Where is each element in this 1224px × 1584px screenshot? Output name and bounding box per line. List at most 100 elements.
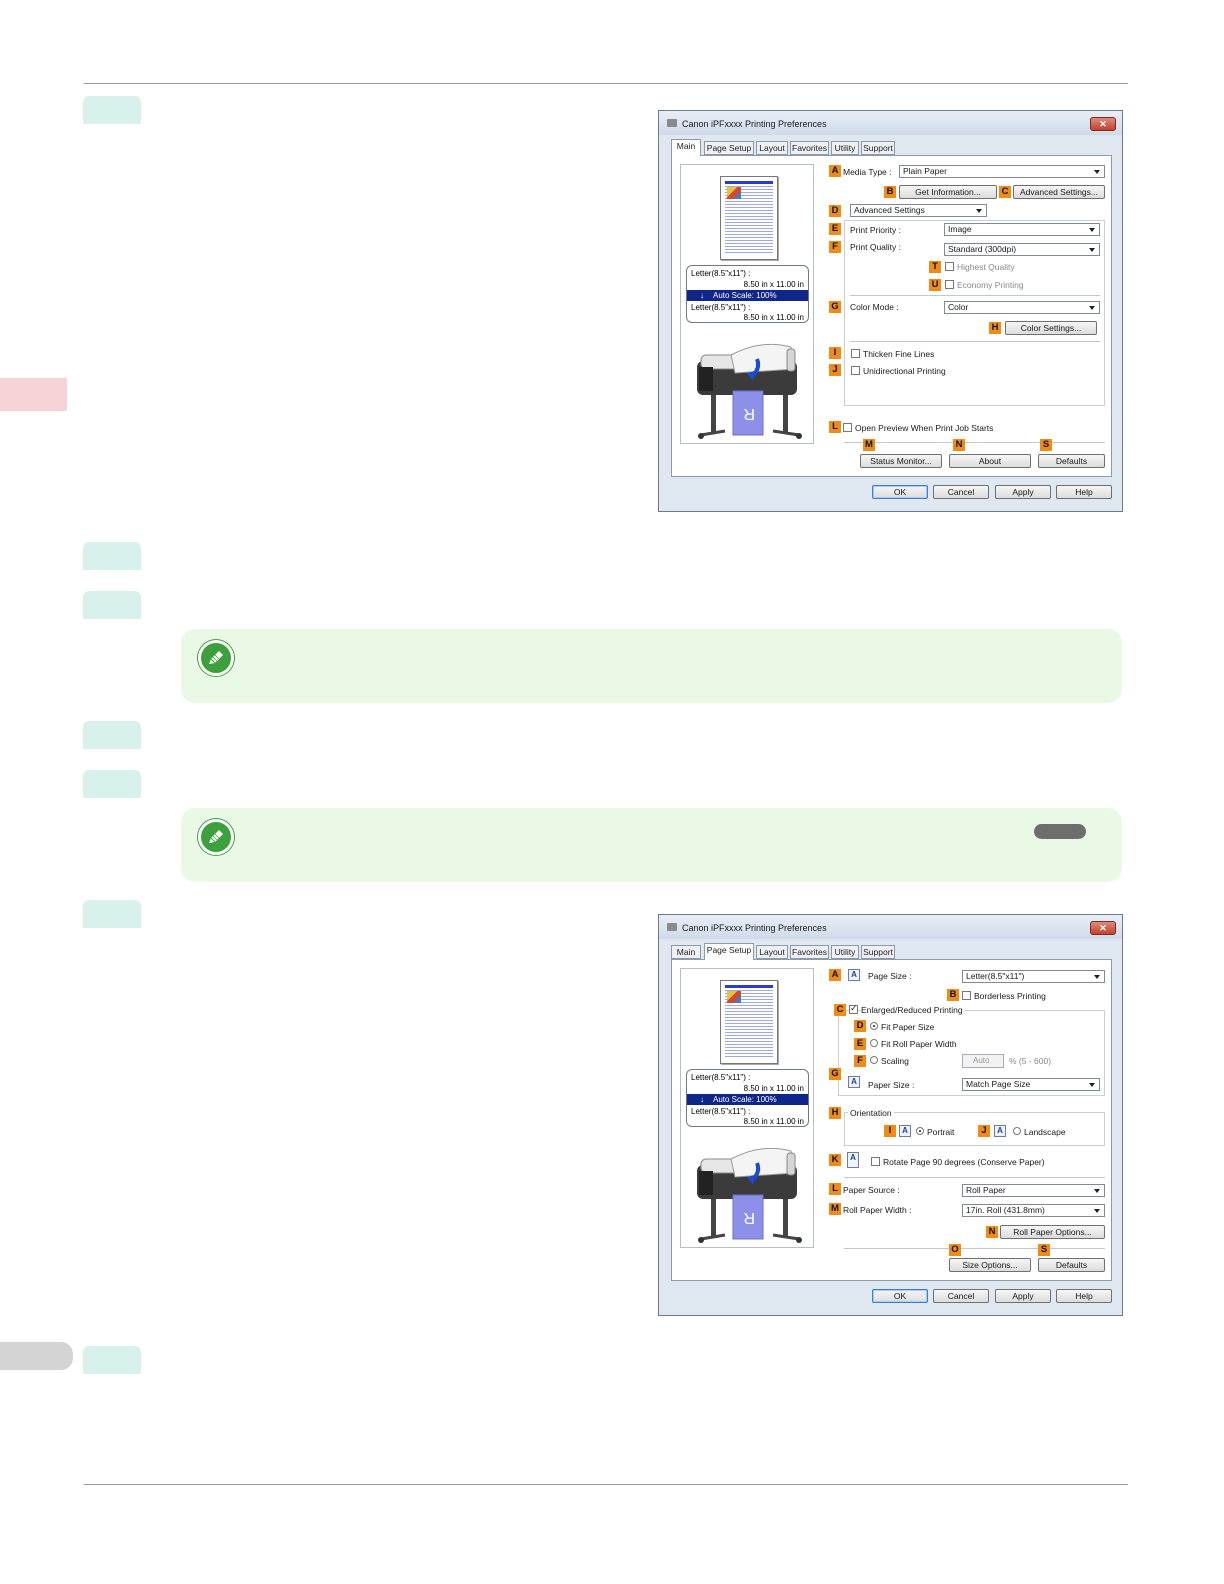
highest-quality-checkbox[interactable]: [945, 262, 954, 271]
step-marker-5: [83, 770, 141, 798]
roll-paper-options-button[interactable]: Roll Paper Options...: [1000, 1225, 1105, 1239]
economy-printing-checkbox[interactable]: [945, 280, 954, 289]
scaling-range: % (5 - 600): [1009, 1056, 1052, 1066]
close-button[interactable]: ✕: [1090, 921, 1116, 935]
about-button[interactable]: About: [949, 454, 1031, 468]
callout-a: A: [829, 165, 841, 177]
callout-k: K: [829, 1154, 841, 1166]
cancel-button[interactable]: Cancel: [933, 1289, 989, 1303]
page-preview: [720, 176, 778, 260]
scaling-spinner[interactable]: Auto: [962, 1054, 1004, 1068]
color-settings-button[interactable]: Color Settings...: [1005, 321, 1097, 335]
apply-button[interactable]: Apply: [995, 485, 1051, 499]
borderless-printing-checkbox[interactable]: [962, 991, 971, 1000]
help-button[interactable]: Help: [1056, 1289, 1112, 1303]
borderless-printing-label: Borderless Printing: [974, 991, 1046, 1001]
tab-page-setup[interactable]: Page Setup: [704, 141, 754, 155]
print-priority-select[interactable]: Image: [944, 223, 1100, 236]
open-preview-checkbox[interactable]: [843, 423, 852, 432]
dialog-title-bar: Canon iPFxxxx Printing Preferences ✕: [659, 915, 1122, 939]
callout-b: B: [947, 989, 959, 1001]
step-marker-2: [83, 542, 141, 570]
fit-paper-size-label: Fit Paper Size: [881, 1022, 935, 1032]
fit-roll-paper-width-radio[interactable]: [870, 1039, 878, 1047]
defaults-button[interactable]: Defaults: [1038, 1258, 1105, 1272]
callout-g: G: [829, 1068, 841, 1080]
tab-utility[interactable]: Utility: [831, 141, 859, 155]
tab-layout[interactable]: Layout: [756, 141, 788, 155]
callout-n: N: [986, 1226, 998, 1238]
unidirectional-printing-checkbox[interactable]: [851, 366, 860, 375]
callout-f: F: [829, 241, 841, 253]
step-marker-1: [83, 96, 141, 124]
landscape-radio[interactable]: [1013, 1127, 1021, 1135]
step-marker-3: [83, 591, 141, 619]
step-marker-7: [83, 1346, 141, 1374]
auto-scale-bar: Auto Scale: 100%: [687, 1094, 808, 1105]
portrait-radio[interactable]: [916, 1127, 924, 1135]
get-information-button[interactable]: Get Information...: [899, 185, 997, 199]
header-rule: [84, 83, 1128, 84]
rotate-page-icon: A: [847, 1152, 859, 1168]
ok-button[interactable]: OK: [872, 1289, 928, 1303]
size-options-button[interactable]: Size Options...: [949, 1258, 1031, 1272]
print-quality-label: Print Quality :: [850, 242, 902, 252]
color-mode-select[interactable]: Color: [944, 301, 1100, 314]
mode-select[interactable]: Advanced Settings: [850, 204, 987, 217]
callout-e: E: [829, 223, 841, 235]
media-type-select[interactable]: Plain Paper: [899, 165, 1105, 178]
advanced-settings-button[interactable]: Advanced Settings...: [1013, 185, 1105, 199]
tab-favorites[interactable]: Favorites: [790, 141, 829, 155]
thicken-fine-lines-checkbox[interactable]: [851, 349, 860, 358]
roll-paper-width-select[interactable]: 17in. Roll (431.8mm): [962, 1204, 1105, 1217]
chapter-side-tab: [0, 378, 67, 411]
original-size: Letter(8.5"x11") :: [691, 1073, 751, 1082]
rotate-page-checkbox[interactable]: [871, 1157, 880, 1166]
dialog-title: Canon iPFxxxx Printing Preferences: [682, 923, 827, 933]
tab-main[interactable]: Main: [671, 139, 701, 156]
tab-main[interactable]: Main: [671, 945, 701, 959]
callout-c: C: [834, 1004, 846, 1016]
output-size: Letter(8.5"x11") :: [691, 1107, 751, 1116]
tab-favorites[interactable]: Favorites: [790, 945, 829, 959]
paper-source-label: Paper Source :: [843, 1185, 900, 1195]
tab-page-setup[interactable]: Page Setup: [704, 943, 754, 960]
roll-paper-width-label: Roll Paper Width :: [843, 1205, 912, 1215]
preview-pane: Letter(8.5"x11") : 8.50 in x 11.00 in Au…: [680, 968, 814, 1248]
page-size-select[interactable]: Letter(8.5"x11"): [962, 970, 1105, 983]
callout-j: J: [978, 1125, 990, 1137]
landscape-label: Landscape: [1024, 1127, 1066, 1137]
callout-d: D: [854, 1020, 866, 1032]
enlarged-reduced-checkbox[interactable]: [849, 1003, 858, 1014]
page-size-icon: A: [848, 969, 860, 981]
tab-utility[interactable]: Utility: [831, 945, 859, 959]
page-side-tab: [0, 1342, 73, 1370]
landscape-icon: A: [994, 1125, 1006, 1137]
ok-button[interactable]: OK: [872, 485, 928, 499]
step-marker-4: [83, 721, 141, 749]
help-button[interactable]: Help: [1056, 485, 1112, 499]
status-monitor-button[interactable]: Status Monitor...: [860, 454, 942, 468]
close-button[interactable]: ✕: [1090, 117, 1116, 131]
note-box-1: [181, 629, 1122, 703]
callout-s: S: [1040, 439, 1052, 451]
paper-size-icon: A: [848, 1076, 860, 1088]
apply-button[interactable]: Apply: [995, 1289, 1051, 1303]
svg-text:R: R: [743, 1209, 755, 1226]
original-dimensions: 8.50 in x 11.00 in: [743, 280, 804, 289]
print-quality-select[interactable]: Standard (300dpi): [944, 243, 1100, 256]
paper-size-select[interactable]: Match Page Size: [962, 1078, 1100, 1091]
callout-g: G: [829, 301, 841, 313]
printer-icon: [667, 119, 677, 127]
economy-printing-label: Economy Printing: [957, 280, 1024, 290]
tab-layout[interactable]: Layout: [756, 945, 788, 959]
scaling-radio[interactable]: [870, 1056, 878, 1064]
callout-b: B: [884, 186, 896, 198]
tab-support[interactable]: Support: [861, 945, 895, 959]
paper-source-select[interactable]: Roll Paper: [962, 1184, 1105, 1197]
cancel-button[interactable]: Cancel: [933, 485, 989, 499]
defaults-button[interactable]: Defaults: [1038, 454, 1105, 468]
fit-paper-size-radio[interactable]: [870, 1022, 878, 1030]
highest-quality-label: Highest Quality: [957, 262, 1015, 272]
tab-support[interactable]: Support: [861, 141, 895, 155]
